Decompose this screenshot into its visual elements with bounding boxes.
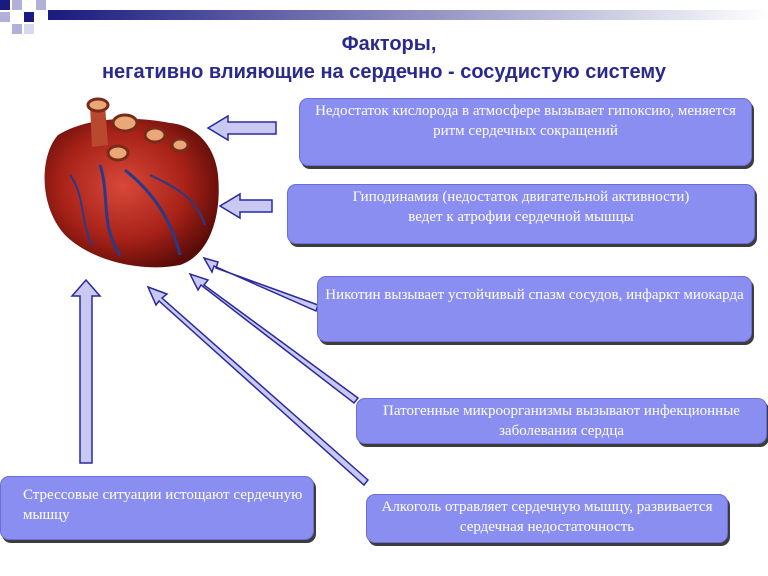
- arrow-stress: [70, 278, 102, 464]
- arrow-alcohol: [146, 285, 370, 487]
- factor-hypodynamia: Гиподинамия (недостаток двигательной акт…: [287, 184, 755, 244]
- heart-illustration: [44, 97, 219, 268]
- factor-oxygen: Недостаток кислорода в атмосфере вызывае…: [299, 98, 752, 166]
- arrow-microorganisms: [188, 272, 360, 405]
- slide-title-line1: Факторы,: [341, 33, 437, 55]
- arrow-nicotine: [202, 256, 319, 313]
- factor-alcohol: Алкоголь отравляет сердечную мышцу, разв…: [366, 494, 728, 543]
- arrow-oxygen: [206, 114, 277, 142]
- factor-microorganisms: Патогенные микроорганизмы вызывают инфек…: [356, 398, 767, 444]
- slide-title-line2: негативно влияющие на сердечно - сосудис…: [101, 61, 667, 83]
- factor-nicotine: Никотин вызывает устойчивый спазм сосудо…: [317, 276, 752, 342]
- arrow-hypodynamia: [218, 192, 273, 220]
- slide-title: Факторы, негативно влияющие на сердечно …: [0, 30, 768, 86]
- factor-stress: Стрессовые ситуации истощают сердечную м…: [0, 476, 314, 540]
- factor-hypodynamia-text: Гиподинамия (недостаток двигательной акт…: [352, 189, 690, 225]
- decorative-header: [0, 0, 768, 34]
